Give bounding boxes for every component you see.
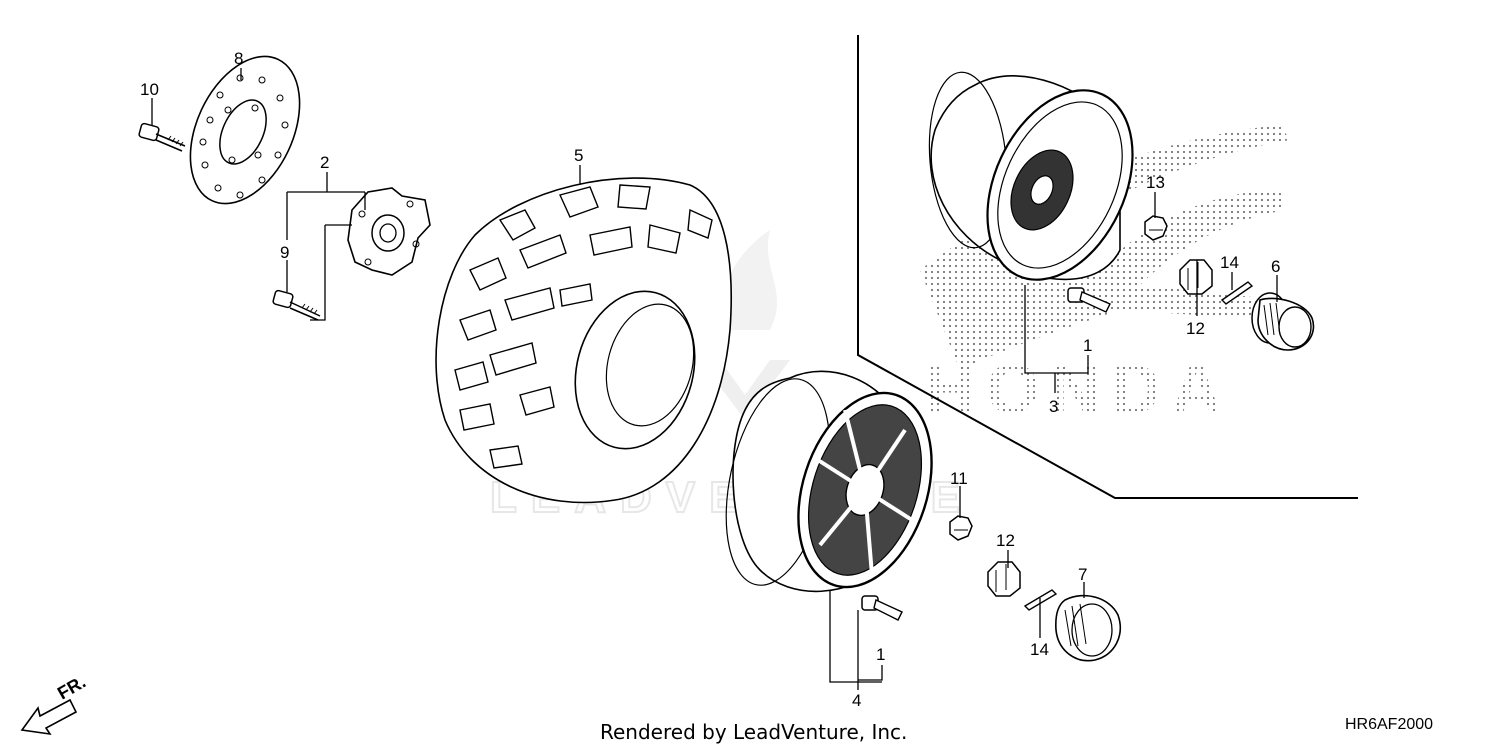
callout-7: 7 [1078,565,1087,584]
brake-disc-part-8[interactable] [169,39,322,221]
front-wheel-part-4[interactable] [709,369,955,604]
callout-5: 5 [574,146,583,165]
hub-part-2[interactable] [347,187,431,276]
rear-wheel-part-3[interactable] [922,67,1161,303]
callout-12a: 12 [1186,319,1205,338]
cap-part-6[interactable] [1251,292,1315,351]
callout-8: 8 [234,49,243,68]
honda-text: HONDA [925,350,1232,428]
footer-credit: Rendered by LeadVenture, Inc. [600,720,908,744]
callout-1a: 1 [1083,336,1092,355]
callout-14a: 14 [1220,253,1239,272]
diagram-code: HR6AF2000 [1345,716,1434,733]
cotter-pin-part-14[interactable] [1023,281,1254,611]
callout-1b: 1 [876,645,885,664]
fr-label: FR. [54,672,89,704]
callout-6: 6 [1271,257,1280,276]
hub-bolt-part-9[interactable] [272,289,321,321]
callout-10: 10 [140,80,159,99]
castle-nut-part-12[interactable] [987,259,1213,597]
callout-4: 4 [852,691,861,710]
callout-13: 13 [1146,173,1165,192]
cap-part-7[interactable] [1055,594,1122,662]
callout-11: 11 [950,469,968,488]
callout-3: 3 [1049,397,1058,416]
callout-14b: 14 [1030,640,1049,659]
inset-border [857,35,1358,499]
nut-part-11[interactable] [949,515,973,541]
valve-stem-part-1[interactable] [861,287,1111,621]
front-direction-arrow: FR. [20,672,89,736]
callout-2: 2 [320,153,329,172]
bolt-part-10[interactable] [138,122,186,152]
callout-12b: 12 [996,531,1015,550]
leader-lines [151,68,1278,690]
callout-labels: 8 10 2 9 5 13 14 6 12 1 3 11 12 7 14 1 4 [140,49,1280,710]
callout-9: 9 [280,243,289,262]
tire-part-5[interactable] [435,177,732,504]
